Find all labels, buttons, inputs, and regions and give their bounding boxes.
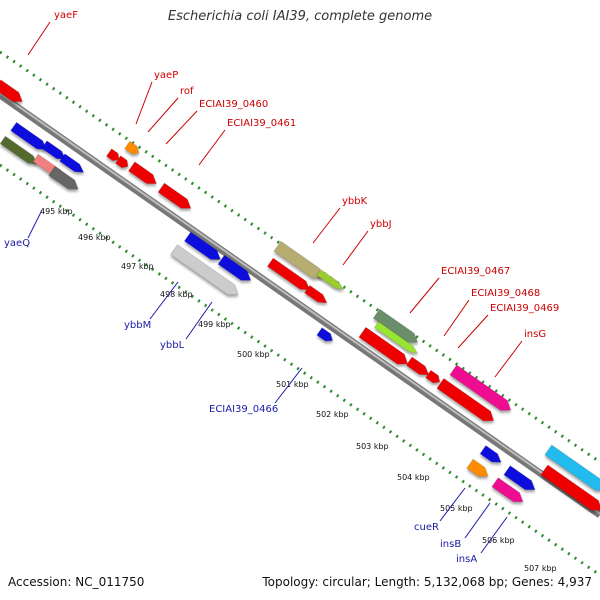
gene-arrow[interactable] — [372, 308, 420, 347]
gene-arrow[interactable] — [466, 458, 491, 481]
label-leader-line — [27, 209, 43, 239]
gene-label[interactable]: yaeF — [54, 10, 78, 21]
gene-label[interactable]: ybbK — [342, 196, 368, 207]
label-leader-line — [135, 81, 153, 125]
gene-arrow[interactable] — [273, 240, 326, 282]
kbp-tick-label: 503 kbp — [356, 442, 389, 451]
gene-arrow[interactable] — [358, 326, 411, 368]
kbp-tick-label: 502 kbp — [316, 410, 349, 419]
label-leader-line — [464, 502, 491, 539]
kbp-tick-label: 499 kbp — [198, 320, 231, 329]
gene-label[interactable]: rof — [180, 86, 194, 97]
gene-arrow[interactable] — [115, 155, 131, 170]
gene-label[interactable]: ECIAI39_0469 — [490, 303, 559, 314]
accession-text: Accession: NC_011750 — [8, 575, 145, 589]
kbp-tick-label: 501 kbp — [276, 380, 309, 389]
gene-arrow[interactable] — [124, 140, 142, 156]
label-leader-line — [274, 367, 303, 404]
label-leader-line — [27, 21, 51, 56]
kbp-tick-label: 498 kbp — [160, 290, 193, 299]
gene-arrow[interactable] — [48, 165, 82, 193]
kbp-tick-label: 497 kbp — [121, 262, 154, 271]
gene-arrow[interactable] — [405, 356, 431, 379]
gene-label[interactable]: ECIAI39_0460 — [199, 99, 268, 110]
gene-arrow[interactable] — [425, 369, 443, 385]
gene-label[interactable]: cueR — [414, 522, 439, 533]
gene-arrow[interactable] — [267, 257, 312, 294]
map-title: Escherichia coli IAI39, complete genome — [167, 9, 433, 24]
kbp-tick-label: 505 kbp — [440, 504, 473, 513]
gene-arrow[interactable] — [184, 231, 223, 264]
gene-arrow[interactable] — [128, 161, 160, 188]
gene-label[interactable]: yaeQ — [4, 238, 30, 249]
kbp-tick-label: 504 kbp — [397, 473, 430, 482]
label-leader-line — [165, 110, 198, 145]
kbp-tick-label: 500 kbp — [237, 350, 270, 359]
label-leader-line — [312, 207, 341, 244]
label-leader-line — [494, 340, 523, 378]
gene-arrow[interactable] — [540, 464, 600, 515]
label-leader-line — [409, 277, 440, 314]
gene-arrow[interactable] — [503, 465, 538, 495]
forward-guide-line — [0, 50, 600, 464]
gene-label[interactable]: yaeP — [154, 70, 178, 81]
kbp-tick-label: 496 kbp — [78, 233, 111, 242]
gene-arrow[interactable] — [0, 135, 40, 167]
gene-label[interactable]: ybbM — [124, 320, 151, 331]
label-leader-line — [480, 516, 508, 554]
gene-arrow[interactable] — [491, 477, 526, 507]
gene-label[interactable]: ybbJ — [370, 219, 392, 230]
label-leader-line — [198, 129, 226, 166]
label-leader-line — [457, 314, 489, 349]
gene-arrow[interactable] — [374, 321, 420, 356]
gene-arrow[interactable] — [479, 445, 504, 467]
gene-arrow[interactable] — [304, 285, 330, 306]
gene-label[interactable]: ECIAI39_0468 — [471, 288, 540, 299]
gene-label[interactable]: insB — [440, 539, 461, 550]
label-leader-line — [439, 487, 466, 522]
label-leader-line — [342, 230, 369, 266]
gene-arrow[interactable] — [59, 153, 86, 176]
gene-label[interactable]: insA — [456, 554, 477, 565]
sequence-backbone-highlight — [0, 92, 600, 515]
gene-arrow[interactable] — [449, 364, 514, 415]
gene-label[interactable]: ECIAI39_0466 — [209, 404, 278, 415]
kbp-tick-label: 507 kbp — [524, 564, 557, 573]
gene-label[interactable]: insG — [524, 329, 546, 340]
gene-arrow[interactable] — [10, 122, 50, 153]
gene-label[interactable]: ybbL — [160, 340, 185, 351]
gene-label[interactable]: ECIAI39_0461 — [227, 118, 296, 129]
gene-arrow[interactable] — [436, 378, 497, 425]
gene-arrow[interactable] — [217, 254, 254, 285]
kbp-tick-label: 506 kbp — [482, 536, 515, 545]
gene-arrow[interactable] — [157, 182, 194, 213]
gene-arrow[interactable] — [170, 244, 242, 300]
gene-arrow[interactable] — [0, 79, 25, 106]
gene-arrow[interactable] — [316, 269, 346, 293]
gene-label[interactable]: ECIAI39_0467 — [441, 266, 510, 277]
sequence-backbone — [0, 92, 600, 518]
reverse-guide-line — [0, 163, 600, 577]
gene-arrow[interactable] — [106, 148, 122, 163]
gene-arrow[interactable] — [544, 444, 600, 495]
gene-arrow[interactable] — [316, 327, 335, 345]
topology-text: Topology: circular; Length: 5,132,068 bp… — [262, 575, 592, 589]
kbp-tick-label: 495 kbp — [40, 207, 73, 216]
label-leader-line — [443, 299, 470, 337]
label-leader-line — [147, 97, 179, 133]
label-leader-line — [185, 301, 213, 340]
label-leader-line — [149, 281, 179, 320]
